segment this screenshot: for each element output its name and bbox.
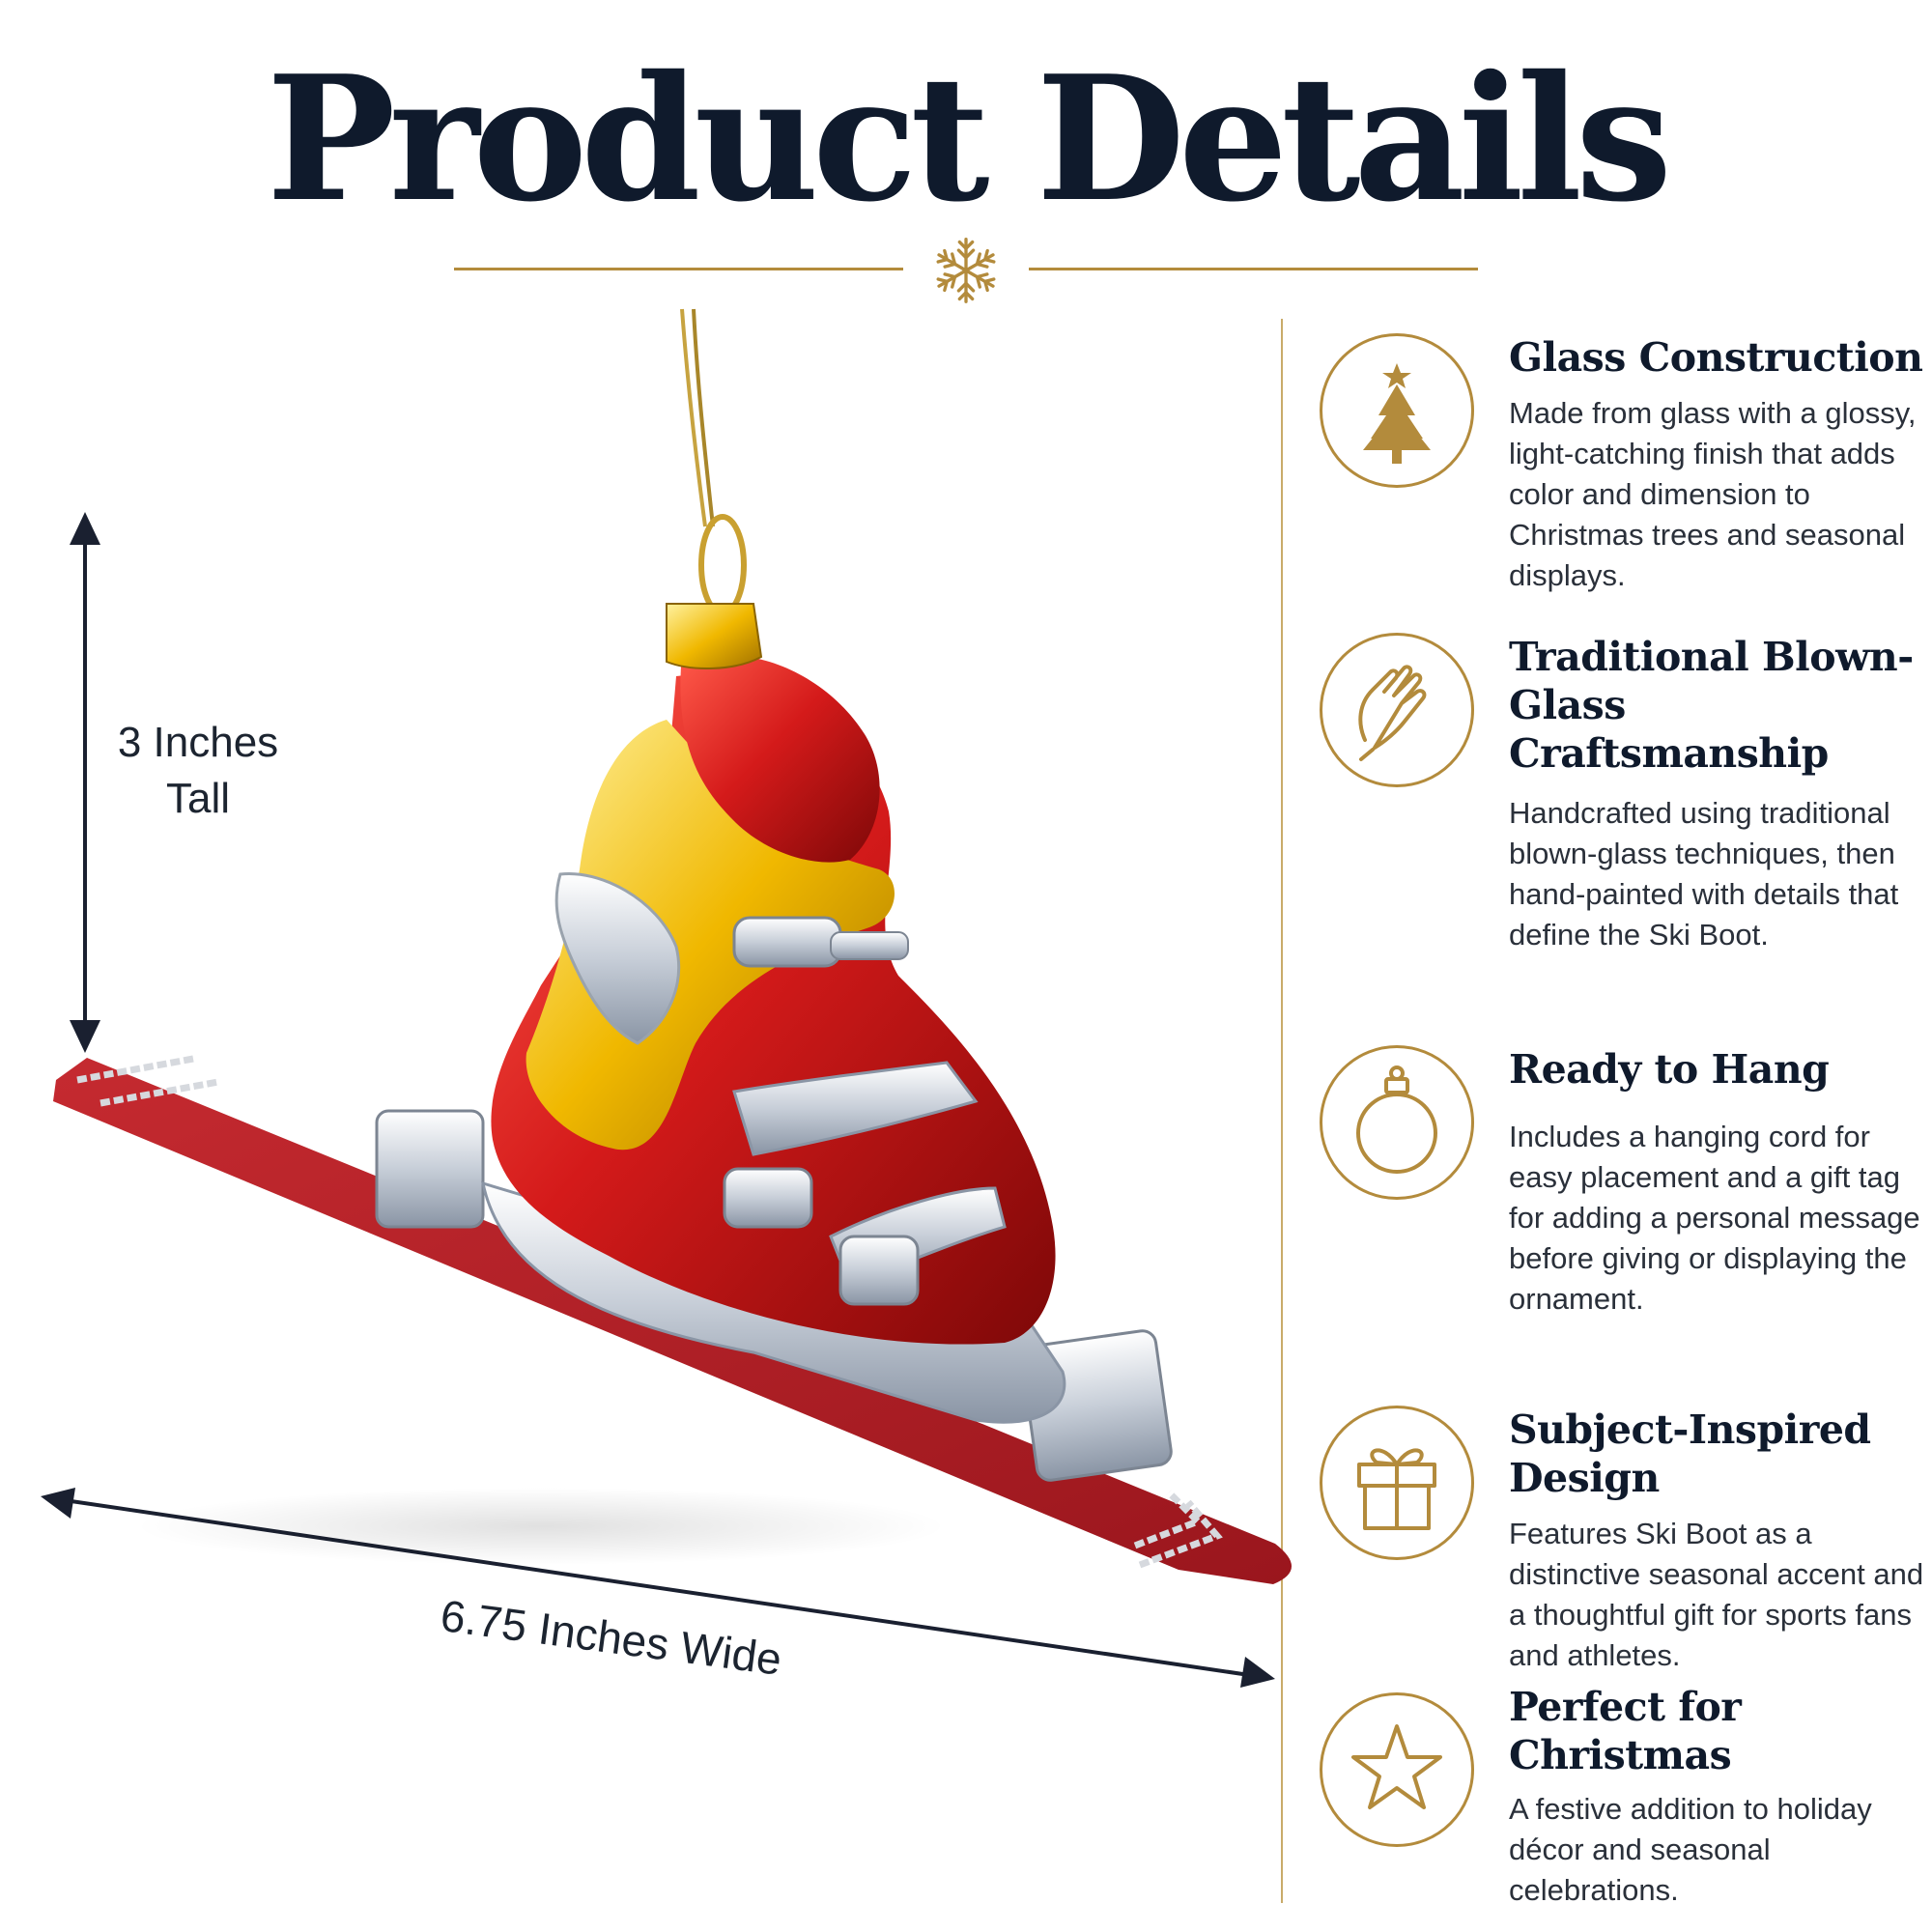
feature-description: A festive addition to holiday décor and … xyxy=(1509,1792,1872,1907)
feature-description: Handcrafted using traditional blown-glas… xyxy=(1509,796,1899,952)
feature-title: Glass Construction xyxy=(1509,334,1923,381)
star-icon xyxy=(1320,1692,1474,1847)
column-divider xyxy=(1281,319,1283,1903)
snowflake-icon xyxy=(933,238,999,303)
feature-description: Made from glass with a glossy, light-cat… xyxy=(1509,396,1917,592)
christmas-tree-icon xyxy=(1320,333,1474,488)
hand-icon xyxy=(1320,633,1474,787)
title-divider-left xyxy=(454,268,903,270)
feature-description: Includes a hanging cord for easy placeme… xyxy=(1509,1120,1920,1316)
feature-title: Perfect for Christmas xyxy=(1509,1684,1742,1778)
feature-title: Traditional Blown-Glass Craftsmanship xyxy=(1509,634,1914,777)
ornament-bauble-icon xyxy=(1320,1045,1474,1200)
page-title: Product Details xyxy=(266,38,1672,240)
feature-description: Features Ski Boot as a distinctive seaso… xyxy=(1509,1517,1924,1672)
title-divider-right xyxy=(1029,268,1478,270)
feature-title: Ready to Hang xyxy=(1509,1046,1830,1093)
ski-boot-ornament-image xyxy=(53,308,1293,1584)
feature-title: Subject-Inspired Design xyxy=(1509,1406,1871,1501)
gift-box-icon xyxy=(1320,1406,1474,1560)
height-dimension-arrow xyxy=(70,512,100,1053)
height-dimension-label: 3 Inches Tall xyxy=(117,719,279,822)
